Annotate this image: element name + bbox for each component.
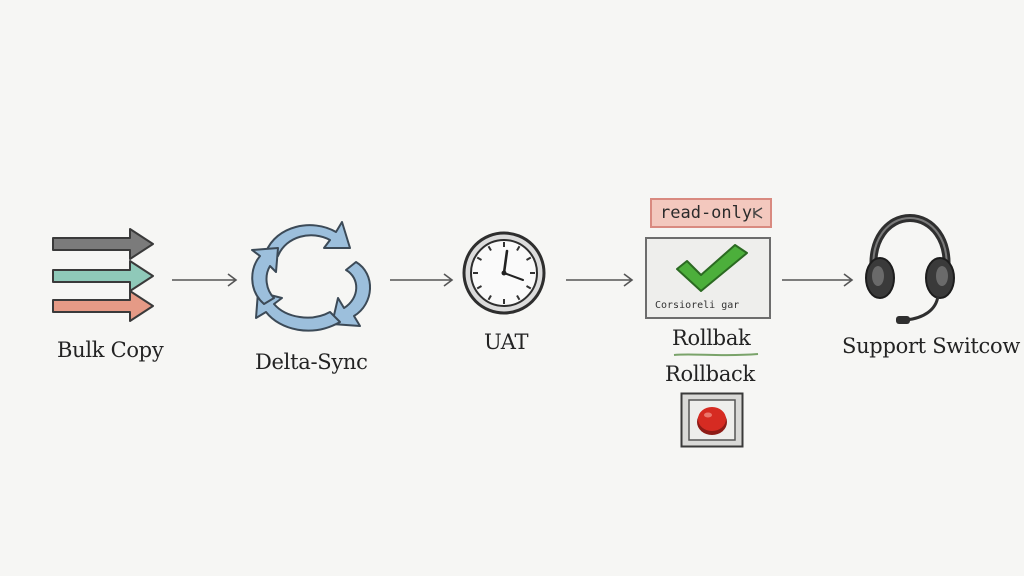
sync-cycle-icon (251, 221, 371, 332)
read-only-tag: read-only (650, 198, 772, 228)
triple-arrow-icon (52, 228, 154, 322)
flow-arrow-4 (782, 273, 854, 287)
rollback-label: Rollback (665, 362, 755, 386)
read-only-tag-text: read-only (660, 203, 753, 223)
clock-icon (462, 231, 546, 315)
cutover-label: Rollbak (672, 326, 751, 350)
cursor-icon (753, 207, 763, 219)
support-label: Support Switcow (842, 334, 1020, 358)
headset-icon (865, 213, 955, 324)
uat-label: UAT (484, 330, 529, 354)
flow-arrow-2 (390, 273, 454, 287)
red-stop-button-icon[interactable] (680, 392, 744, 448)
checkmark-icon (676, 244, 748, 292)
cutover-label-underline (673, 353, 759, 357)
bulk-copy-label: Bulk Copy (57, 338, 164, 362)
delta-sync-label: Delta-Sync (255, 350, 368, 374)
cutover-panel-caption: Corsioreli gar (655, 300, 740, 311)
cutover-panel: Corsioreli gar (645, 237, 771, 319)
flow-arrow-3 (566, 273, 634, 287)
flow-arrow-1 (172, 273, 238, 287)
